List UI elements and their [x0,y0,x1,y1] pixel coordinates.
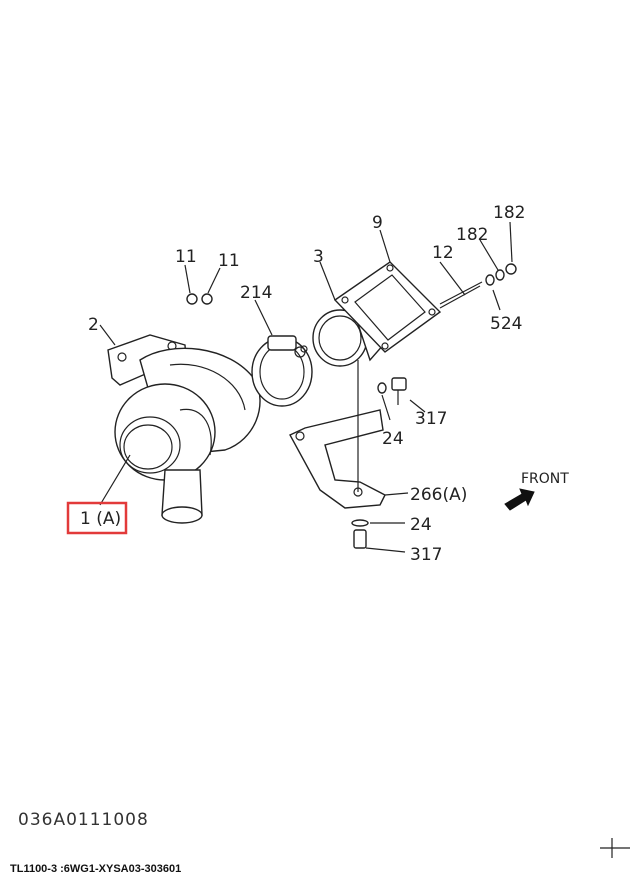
clamp-band[interactable] [251,335,313,407]
bracket[interactable] [289,360,386,509]
label-part-266[interactable]: 266(A) [410,485,467,505]
label-part-1[interactable]: 1 (A) [80,509,121,529]
highlight-box [66,501,128,535]
gasket-plate[interactable] [333,261,442,353]
label-part-24b[interactable]: 24 [410,515,432,535]
label-part-3[interactable]: 3 [313,247,324,267]
front-arrow-icon [504,488,535,511]
leader-lines [99,221,513,553]
turbocharger[interactable] [107,334,261,524]
bolt-lower[interactable] [351,519,369,549]
nut-pair[interactable] [186,293,213,305]
stud-bolt[interactable] [439,263,517,309]
label-part-12[interactable]: 12 [432,243,454,263]
label-part-317a[interactable]: 317 [415,409,447,429]
label-part-182a[interactable]: 182 [456,225,488,245]
label-part-11b[interactable]: 11 [218,251,240,271]
footer-text: TL1100-3 :6WG1-XYSA03-303601 [10,863,181,875]
label-part-24a[interactable]: 24 [382,429,404,449]
label-part-2[interactable]: 2 [88,315,99,335]
label-part-9[interactable]: 9 [372,213,383,233]
label-part-214[interactable]: 214 [240,283,272,303]
label-part-317b[interactable]: 317 [410,545,442,565]
diagram-code: 036A0111008 [18,810,149,830]
label-part-524[interactable]: 524 [490,314,522,334]
bolt-upper[interactable] [377,377,407,405]
label-part-182b[interactable]: 182 [493,203,525,223]
label-part-11a[interactable]: 11 [175,247,197,267]
label-front: FRONT [521,471,569,487]
